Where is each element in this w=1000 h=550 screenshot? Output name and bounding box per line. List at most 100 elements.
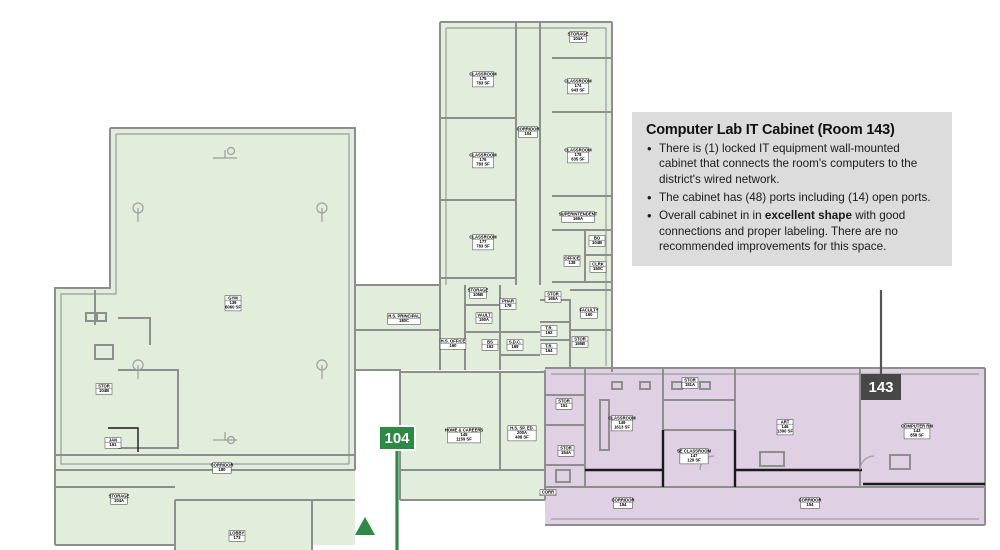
room-label-line: CLRK [592, 261, 604, 266]
room-label-line: 169A [573, 216, 583, 221]
room-label-line: 1159 SF [456, 437, 472, 442]
room-label-line: CORRIDOR [211, 462, 234, 467]
room-label-line: CORRIDOR [612, 497, 635, 502]
room-label-line: 1390 SF [777, 429, 793, 434]
room-label-line: CLASSROOM [469, 234, 497, 239]
room-label-line: 105B [473, 292, 483, 297]
room-label-line: 145 [461, 432, 469, 437]
room-label-line: 164 [546, 348, 554, 353]
room-label-line: 146 [782, 424, 790, 429]
room-label-line: ART [781, 419, 790, 424]
room-label-line: 783 SF [476, 244, 490, 249]
room-label-line: 177 [480, 239, 488, 244]
room-label: S.D.C.169 [506, 339, 524, 351]
room-label-line: PHAR [502, 298, 514, 303]
room-label-line: 165B [575, 341, 585, 346]
room-label-line: 150C [593, 266, 603, 271]
room-label-line: 150A [479, 317, 489, 322]
room-label-line: 104A [114, 498, 124, 503]
callout-title: Computer Lab IT Cabinet (Room 143) [646, 122, 895, 138]
room-label-line: T.R. [545, 343, 552, 348]
room-label-line: GYM [228, 295, 238, 300]
room-label: CORR [539, 489, 557, 496]
room-label-line: BS [487, 339, 493, 344]
room-label-line: 783 SF [476, 81, 490, 86]
room-marker-badge-104[interactable]: 104 [378, 425, 416, 451]
room-label-line: 783 SF [476, 162, 490, 167]
room-label-line: 178 [575, 152, 583, 157]
room-label-line: STORAGE [468, 287, 489, 292]
purple-zone-fill [545, 368, 985, 525]
room-label-line: 139 [230, 300, 238, 305]
room-label-line: H.S. PRINCIPAL [388, 313, 420, 318]
room-label-line: 162 [546, 330, 554, 335]
room-label-line: 149 [619, 420, 627, 425]
room-label-line: 178 [505, 303, 513, 308]
room-label-line: STOR [547, 291, 559, 296]
room-label-line: LOBBY [230, 530, 245, 535]
bullet-text-post: with good connections and proper labelin… [659, 209, 906, 253]
room-label-line: 160 [450, 343, 458, 348]
room-label-line: BO [594, 235, 601, 240]
room-label-line: S.D.C. [509, 339, 521, 344]
room-label-line: CLASSROOM [564, 78, 592, 83]
room-label-line: 180C [399, 318, 409, 323]
bullet-text-bold: excellent shape [764, 209, 852, 223]
fixtures [85, 146, 328, 445]
room-label-line: 200A [517, 430, 527, 435]
room-label-line: JAN [109, 437, 117, 442]
room-label-line: STORAGE [568, 31, 589, 36]
room-label-line: VAULT [477, 312, 491, 317]
room-label: T.R.164 [540, 343, 558, 355]
room-label-line: 835 SF [571, 157, 585, 162]
room-label-line: CORRIDOR [517, 126, 540, 131]
bullet-text-pre: The cabinet has (48) ports including (14… [659, 190, 931, 204]
room-label-line: SE CLASSROOM [677, 448, 711, 453]
green-triangle-marker [355, 517, 375, 535]
room-label-line: CLASSROOM [469, 71, 497, 76]
room-label-line: 104 [525, 131, 533, 136]
callout-bullet: The cabinet has (48) ports including (14… [646, 189, 940, 206]
interior-partitions-purple [545, 368, 985, 488]
room-label-line: STORAGE [109, 493, 130, 498]
room-label-line: 408 SF [515, 435, 529, 440]
room-marker-badge-143[interactable]: 143 [861, 374, 901, 400]
callout-bullet-list: There is (1) locked IT equipment wall-mo… [646, 140, 940, 254]
room-label-line: CLASSROOM [564, 147, 592, 152]
room-label-line: 138 [569, 260, 577, 265]
room-label-line: SUPERINTENDENT [559, 211, 598, 216]
room-label-line: 154 [620, 502, 628, 507]
room-label-line: 174 [575, 83, 583, 88]
room-label-line: HOME & CAREERS [445, 427, 484, 432]
room-label-line: 165A [548, 296, 558, 301]
room-label-line: 173 [234, 535, 242, 540]
it-cabinet-callout: Computer Lab IT Cabinet (Room 143) There… [632, 112, 952, 267]
room-label-line: 161 [110, 442, 118, 447]
room-label-line: 180 [219, 467, 227, 472]
